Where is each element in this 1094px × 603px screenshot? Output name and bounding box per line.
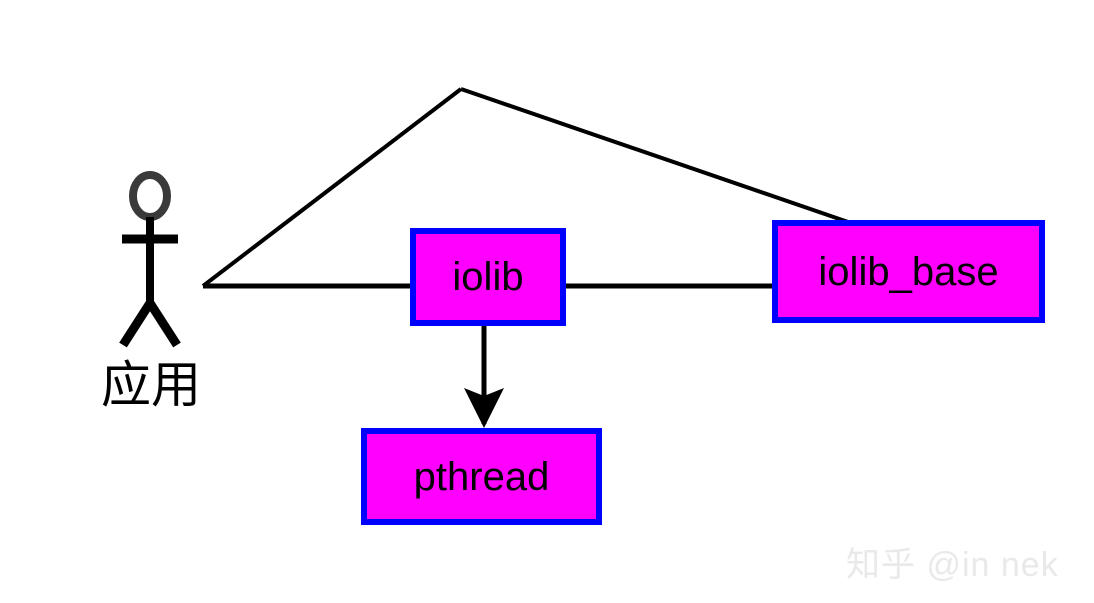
node-pthread[interactable]: pthread [361,428,602,525]
actor-head-icon [129,171,171,221]
node-iolib-base[interactable]: iolib_base [772,220,1045,323]
actor-right-leg-line [146,300,181,348]
node-iolib-base-label: iolib_base [818,249,999,294]
actor-label: 应用 [101,357,201,413]
node-iolib-label: iolib [452,255,524,299]
connector-apex-to-iolib-base [460,87,852,225]
watermark: 知乎 @in nek [846,546,1059,584]
node-pthread-label: pthread [413,454,550,499]
actor-left-leg-line [119,300,154,348]
node-iolib[interactable]: iolib [410,228,566,326]
actor-figure [119,171,181,348]
connector-actor-to-apex [201,87,463,288]
